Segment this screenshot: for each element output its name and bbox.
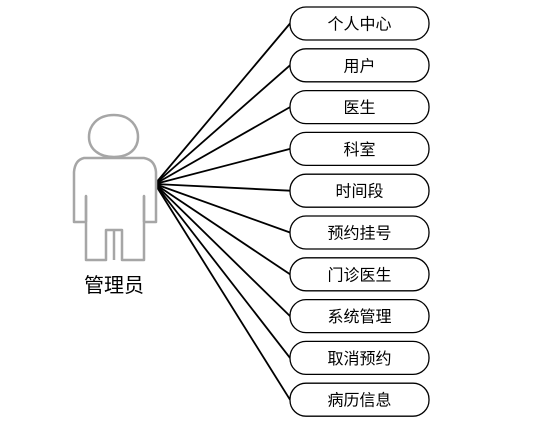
use-case-node: 科室 xyxy=(289,131,430,167)
use-case-box xyxy=(289,340,430,376)
use-case-label: 个人中心 xyxy=(327,15,391,34)
use-case-box xyxy=(289,382,430,417)
use-case-box xyxy=(289,257,430,292)
use-case-label: 取消预约 xyxy=(327,349,391,368)
use-case-label: 用户 xyxy=(343,56,375,75)
use-case-box xyxy=(289,6,430,41)
association-line xyxy=(154,183,291,192)
actor-head xyxy=(87,113,140,159)
association-line xyxy=(154,22,291,185)
use-case-label: 系统管理 xyxy=(327,307,391,326)
use-case-node: 系统管理 xyxy=(289,298,430,334)
actor-body xyxy=(72,156,158,262)
association-line xyxy=(154,183,291,234)
actor-label: 管理员 xyxy=(84,273,144,297)
use-case-node: 病历信息 xyxy=(289,382,430,417)
association-line xyxy=(154,148,291,185)
association-line xyxy=(154,183,291,401)
use-case-box xyxy=(289,48,430,83)
use-case-label: 科室 xyxy=(343,140,375,159)
use-case-node: 时间段 xyxy=(289,173,430,208)
association-line xyxy=(154,183,291,359)
use-case-node: 取消预约 xyxy=(289,340,430,376)
use-case-label: 病历信息 xyxy=(327,391,391,410)
association-line xyxy=(154,106,291,185)
use-case-node: 预约挂号 xyxy=(289,215,430,250)
association-line xyxy=(154,183,291,276)
use-case-node: 个人中心 xyxy=(289,6,430,41)
actor-figure xyxy=(72,113,158,262)
use-case-node: 用户 xyxy=(289,48,430,83)
association-lines xyxy=(154,22,291,401)
use-case-box xyxy=(289,298,430,334)
use-case-label: 预约挂号 xyxy=(327,224,391,243)
association-line xyxy=(154,64,291,185)
use-case-label: 医生 xyxy=(343,98,375,117)
association-line xyxy=(154,183,291,317)
use-case-box xyxy=(289,89,430,125)
use-case-node: 门诊医生 xyxy=(289,257,430,292)
use-case-box xyxy=(289,215,430,250)
use-case-box xyxy=(289,131,430,167)
use-case-label: 门诊医生 xyxy=(327,265,391,284)
use-case-box xyxy=(289,173,430,208)
use-case-label: 时间段 xyxy=(335,182,383,201)
use-case-node: 医生 xyxy=(289,89,430,125)
